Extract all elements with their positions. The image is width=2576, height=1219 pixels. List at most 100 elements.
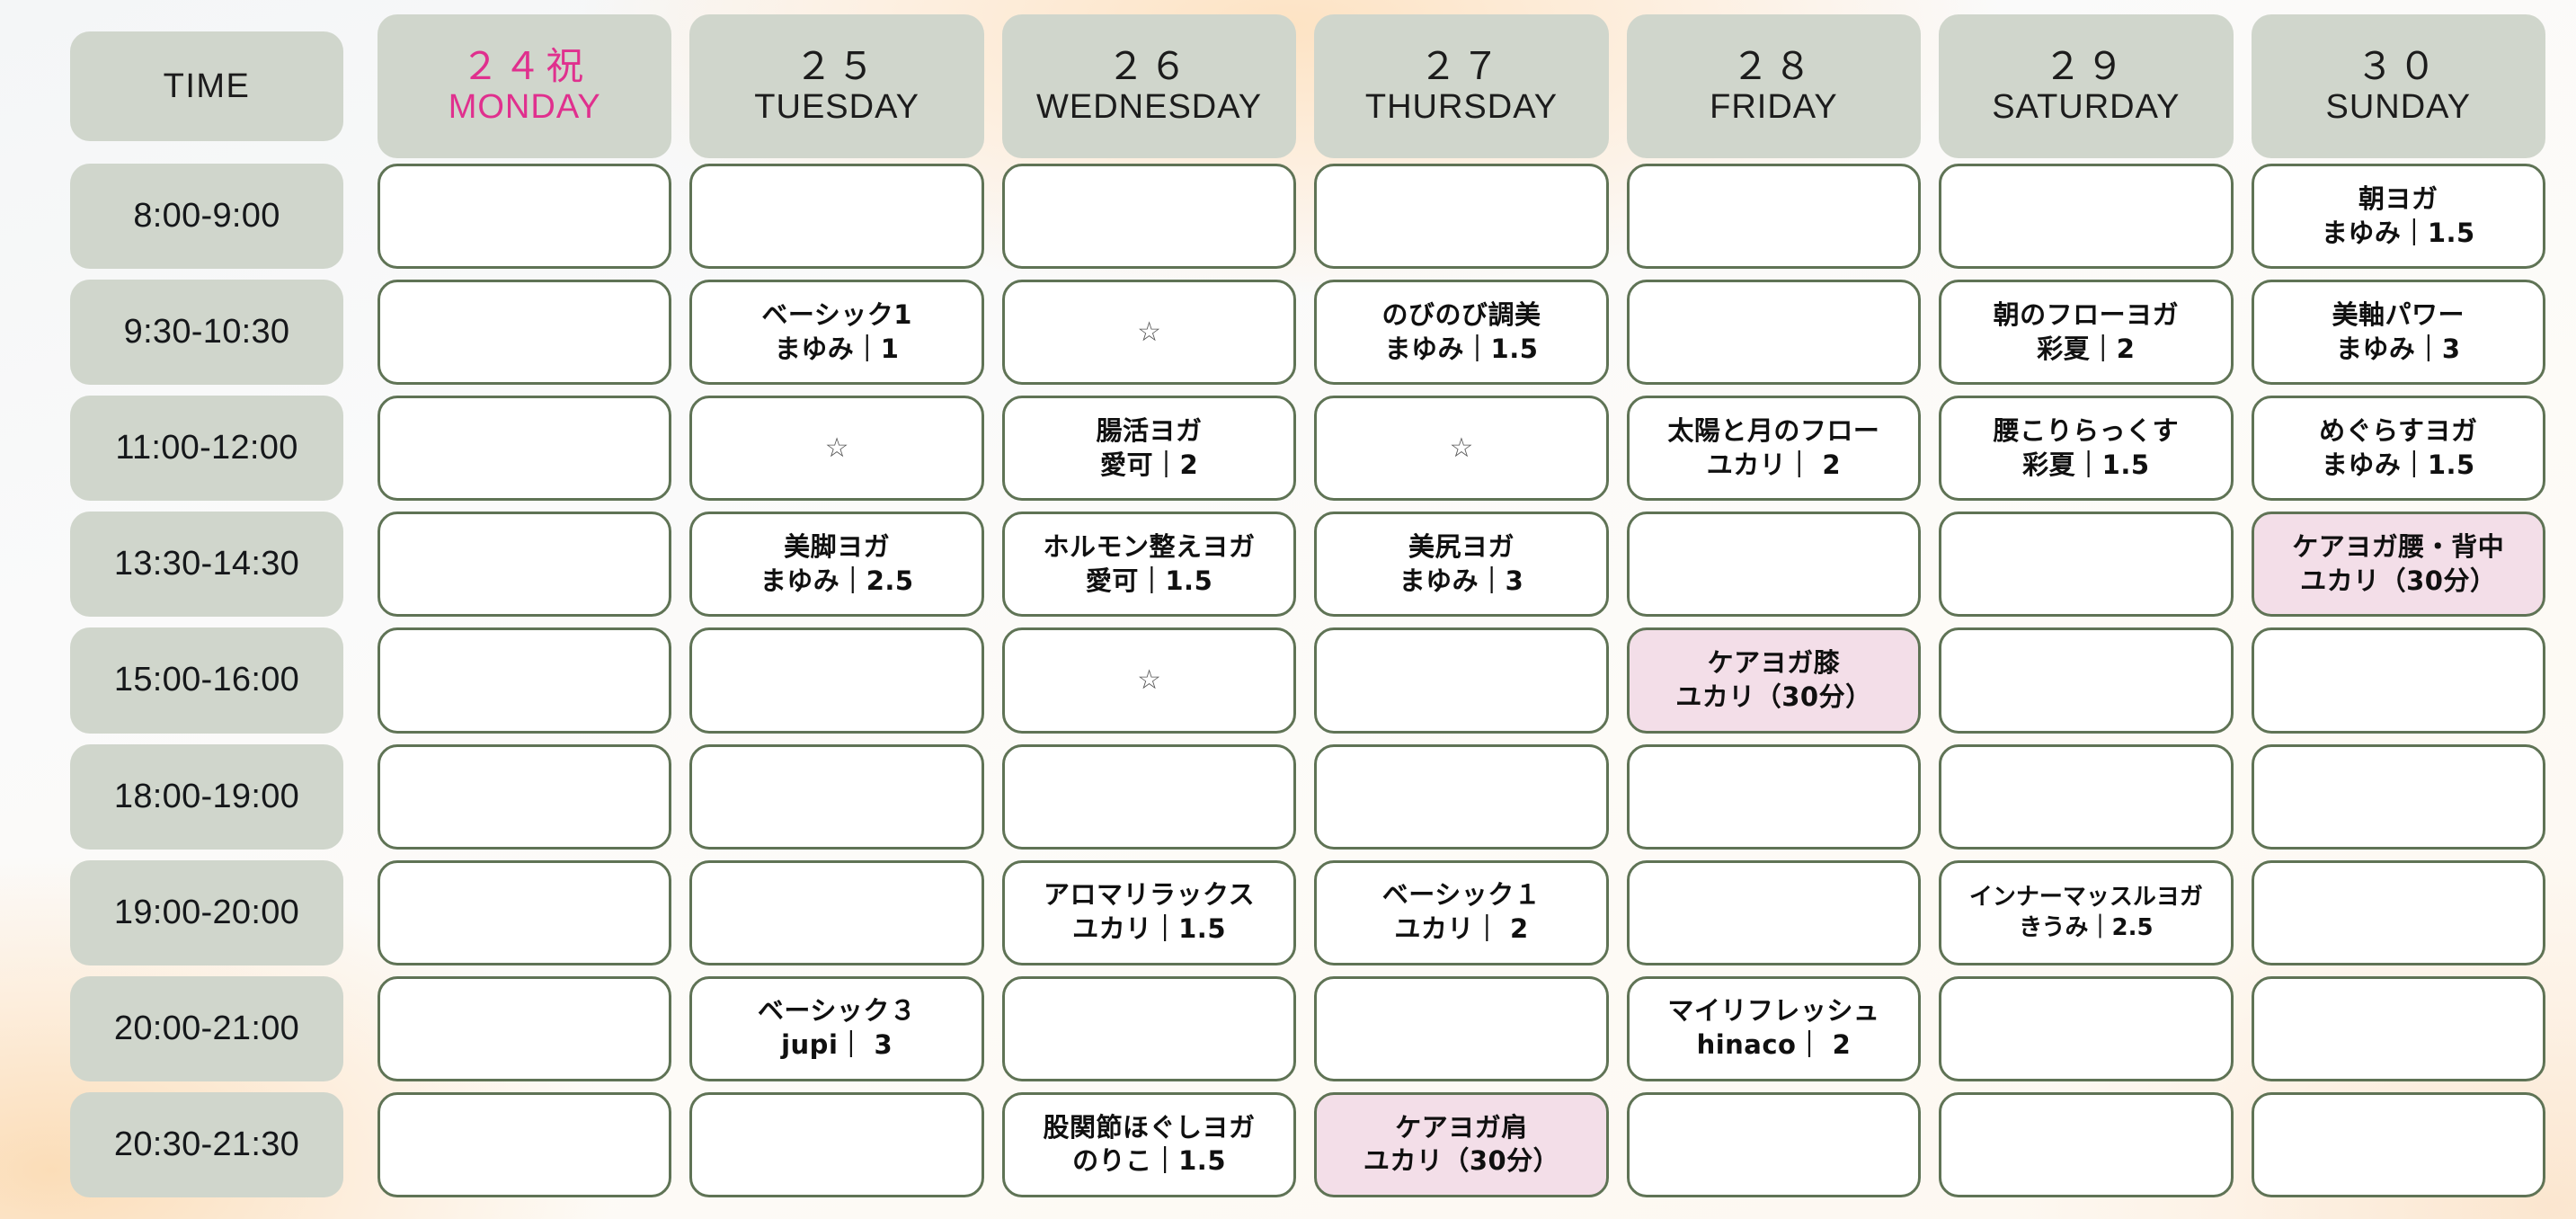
- empty-cell[interactable]: [1939, 743, 2234, 850]
- empty-cell[interactable]: [1314, 627, 1609, 734]
- empty-cell[interactable]: [378, 743, 672, 850]
- empty-cell[interactable]: [1626, 859, 1922, 965]
- day-name: SUNDAY: [2325, 88, 2472, 127]
- empty-cell[interactable]: [689, 1091, 984, 1197]
- empty-cell[interactable]: [1001, 743, 1297, 850]
- empty-cell[interactable]: [378, 512, 672, 618]
- class-title: ホルモン整えヨガ: [1043, 530, 1256, 562]
- class-cell[interactable]: ケアヨガ膝ユカリ（30分）: [1626, 627, 1922, 734]
- class-cell[interactable]: ケアヨガ腰・背中ユカリ（30分）: [2251, 512, 2545, 618]
- class-cell[interactable]: 腰こりらっくす彩夏｜1.5: [1939, 396, 2234, 502]
- class-title: 美軸パワー: [2332, 298, 2465, 330]
- time-slot-label: 13:30-14:30: [70, 512, 343, 618]
- day-name: TUESDAY: [754, 88, 919, 127]
- class-cell[interactable]: ☆: [1001, 280, 1297, 386]
- class-cell[interactable]: 腸活ヨガ愛可｜2: [1001, 396, 1297, 502]
- class-instructor: ユカリ｜ 2: [1394, 913, 1529, 945]
- class-cell[interactable]: アロマリラックスユカリ｜1.5: [1001, 859, 1297, 965]
- class-instructor: ユカリ（30分）: [2300, 565, 2497, 596]
- empty-cell[interactable]: [1939, 975, 2234, 1081]
- day-name: THURSDAY: [1364, 88, 1559, 127]
- empty-cell[interactable]: [689, 743, 984, 850]
- class-cell[interactable]: インナーマッスルヨガきうみ｜2.5: [1939, 859, 2234, 965]
- class-cell[interactable]: 美軸パワーまゆみ｜3: [2251, 280, 2545, 386]
- class-cell[interactable]: のびのび調美まゆみ｜1.5: [1314, 280, 1609, 386]
- empty-cell[interactable]: [1626, 1091, 1922, 1197]
- empty-cell[interactable]: [1314, 743, 1609, 850]
- time-slot-label: 15:00-16:00: [70, 627, 343, 734]
- day-date: ２９: [2043, 45, 2128, 87]
- class-cell[interactable]: ホルモン整えヨガ愛可｜1.5: [1001, 512, 1297, 618]
- day-date: ２４祝: [461, 45, 589, 87]
- class-instructor: まゆみ｜3: [1399, 565, 1524, 596]
- empty-cell[interactable]: [689, 859, 984, 965]
- empty-cell[interactable]: [378, 164, 672, 270]
- day-name: WEDNESDAY: [1036, 88, 1263, 127]
- class-instructor: 愛可｜2: [1099, 449, 1199, 480]
- class-cell[interactable]: ☆: [689, 396, 984, 502]
- empty-cell[interactable]: [1939, 164, 2234, 270]
- empty-cell[interactable]: [1939, 627, 2234, 734]
- class-title: のびのび調美: [1381, 298, 1541, 330]
- empty-cell[interactable]: [1001, 975, 1297, 1081]
- time-column-header: TIME: [70, 31, 343, 141]
- class-title: 美脚ヨガ: [784, 530, 891, 562]
- empty-cell[interactable]: [378, 280, 672, 386]
- empty-cell[interactable]: [689, 164, 984, 270]
- empty-cell[interactable]: [378, 859, 672, 965]
- class-cell[interactable]: 太陽と月のフローユカリ｜ 2: [1626, 396, 1922, 502]
- empty-cell[interactable]: [1626, 164, 1922, 270]
- empty-cell[interactable]: [1939, 512, 2234, 618]
- class-cell[interactable]: ☆: [1001, 627, 1297, 734]
- empty-cell[interactable]: [1626, 280, 1922, 386]
- empty-cell[interactable]: [2251, 975, 2545, 1081]
- class-title: ベーシック1: [761, 298, 912, 330]
- empty-cell[interactable]: [378, 627, 672, 734]
- class-cell[interactable]: めぐらすヨガまゆみ｜1.5: [2251, 396, 2545, 502]
- empty-cell[interactable]: [1314, 164, 1609, 270]
- empty-cell[interactable]: [1626, 743, 1922, 850]
- empty-cell[interactable]: [689, 627, 984, 734]
- empty-cell[interactable]: [1626, 512, 1922, 618]
- class-instructor: ユカリ（30分）: [1675, 681, 1872, 712]
- class-cell[interactable]: 美尻ヨガまゆみ｜3: [1314, 512, 1609, 618]
- class-cell[interactable]: 朝ヨガまゆみ｜1.5: [2251, 164, 2545, 270]
- empty-cell[interactable]: [1939, 1091, 2234, 1197]
- empty-cell[interactable]: [2251, 1091, 2545, 1197]
- class-title: ケアヨガ腰・背中: [2292, 530, 2505, 562]
- day-date: ２８: [1731, 45, 1817, 87]
- class-title: ケアヨガ肩: [1395, 1111, 1528, 1143]
- class-cell[interactable]: ☆: [1314, 396, 1609, 502]
- class-cell[interactable]: 股関節ほぐしヨガのりこ｜1.5: [1001, 1091, 1297, 1197]
- star-icon: ☆: [1137, 664, 1162, 695]
- class-title: 腸活ヨガ: [1096, 414, 1203, 446]
- class-cell[interactable]: ケアヨガ肩ユカリ（30分）: [1314, 1091, 1609, 1197]
- empty-cell[interactable]: [378, 1091, 672, 1197]
- empty-cell[interactable]: [2251, 627, 2545, 734]
- class-cell[interactable]: 朝のフローヨガ彩夏｜2: [1939, 280, 2234, 386]
- empty-cell[interactable]: [378, 975, 672, 1081]
- empty-cell[interactable]: [1001, 164, 1297, 270]
- class-title: ベーシック３: [757, 995, 917, 1027]
- empty-cell[interactable]: [1314, 975, 1609, 1081]
- empty-cell[interactable]: [2251, 743, 2545, 850]
- empty-cell[interactable]: [2251, 859, 2545, 965]
- empty-cell[interactable]: [378, 396, 672, 502]
- class-title: 美尻ヨガ: [1408, 530, 1515, 562]
- class-cell[interactable]: 美脚ヨガまゆみ｜2.5: [689, 512, 984, 618]
- star-icon: ☆: [1449, 432, 1474, 463]
